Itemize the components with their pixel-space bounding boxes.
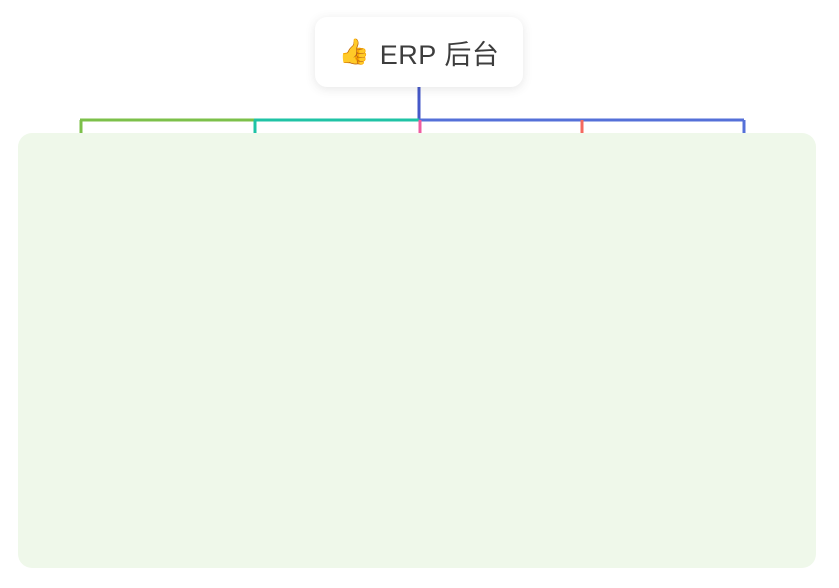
thumbs-up-icon: 👍 xyxy=(338,37,370,66)
root-node[interactable]: 👍 ERP 后台 xyxy=(315,17,523,87)
root-title: ERP 后台 xyxy=(379,39,500,70)
branch-card xyxy=(18,133,816,568)
